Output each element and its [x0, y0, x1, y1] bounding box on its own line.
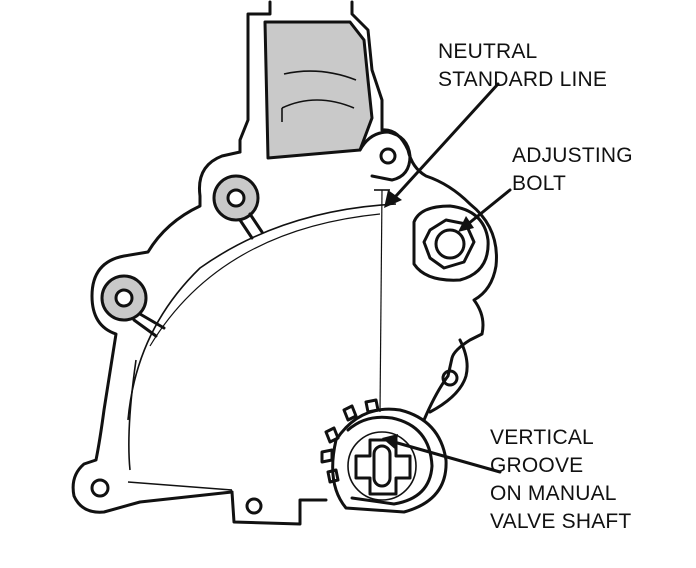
label-adjusting-line2: BOLT: [512, 172, 566, 195]
bottom-tab-hole: [245, 497, 263, 515]
leader-adjusting-bolt: [458, 188, 512, 232]
adjusting-bolt: [412, 204, 490, 282]
mounting-boss-upper: [212, 174, 264, 240]
leader-neutral: [384, 82, 500, 208]
label-adjusting-line1: ADJUSTING: [512, 144, 633, 167]
mounting-boss-left: [100, 274, 166, 338]
right-hole: [441, 369, 459, 387]
connector-housing: [238, 0, 384, 160]
switch-body: [71, 128, 498, 526]
manual-valve-shaft-nut: [320, 398, 448, 514]
label-neutral-line2: STANDARD LINE: [438, 68, 607, 91]
label-neutral-line1: NEUTRAL: [438, 40, 537, 63]
label-adjusting-bolt: ADJUSTING BOLT: [512, 144, 633, 195]
label-groove-line3: ON MANUAL: [490, 482, 617, 505]
label-vertical-groove: VERTICAL GROOVE ON MANUAL VALVE SHAFT: [490, 426, 631, 533]
neutral-standard-line: [379, 189, 383, 413]
scale-arc-inner: [149, 213, 381, 347]
label-groove-line1: VERTICAL: [490, 426, 594, 449]
label-groove-line2: GROOVE: [490, 454, 583, 477]
label-groove-line4: VALVE SHAFT: [490, 510, 631, 533]
scale-arc: [127, 203, 397, 421]
leader-vertical-groove: [382, 434, 502, 474]
pivot-hole: [379, 147, 397, 165]
lower-left-hole: [90, 478, 110, 498]
label-neutral-standard-line: NEUTRAL STANDARD LINE: [438, 40, 607, 91]
